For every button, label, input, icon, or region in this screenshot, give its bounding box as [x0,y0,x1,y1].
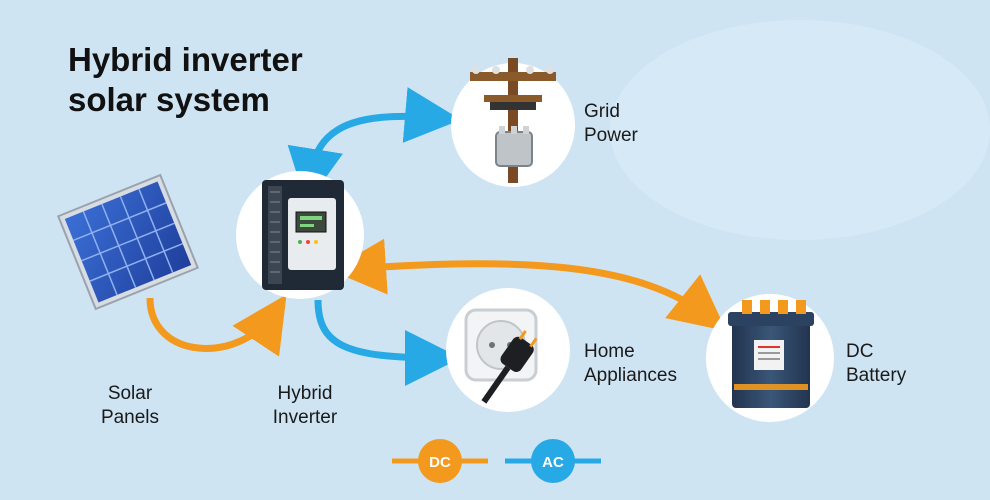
legend-ac: AC [505,439,601,483]
grid-power-label: Grid Power [584,100,638,148]
legend-dc-label: DC [429,454,451,471]
dc-connector-panels-inverter [146,294,287,357]
dc-battery-label-line-2: Battery [846,365,907,386]
legend-dc-badge [418,439,462,483]
background-glow [610,20,990,240]
hybrid-inverter-label-line-1: Hybrid [277,383,333,404]
home-appliances-label-line-1: Home [584,341,635,362]
title-line-1: Hybrid inverter [68,41,303,78]
hybrid-inverter-label-line-2: Inverter [272,407,338,428]
grid-power-label-line-1: Grid [584,101,620,122]
solar-panels-label-line-1: Solar [107,383,153,404]
ac-connector-grid-inverter [287,87,461,205]
page-title: Hybrid inverter solar system [68,40,303,120]
solar-panels-node [56,173,200,311]
dc-battery-node [706,294,834,422]
utility-pole-icon [470,58,556,183]
wall-socket-plug-icon [464,308,538,404]
grid-power-node [451,58,575,187]
legend-dc: DC [392,439,488,483]
grid-power-label-line-2: Power [584,125,638,146]
home-appliances-label-line-2: Appliances [584,365,677,386]
home-appliances-label: Home Appliances [584,340,677,388]
hybrid-inverter-label: Hybrid Inverter [250,382,360,430]
legend: DC AC [392,439,601,483]
solar-panels-label: Solar Panels [80,382,180,430]
hybrid-inverter-node [236,171,364,299]
dc-connector-inverter-battery [330,238,727,332]
home-appliances-node [446,288,570,412]
title-line-2: solar system [68,81,270,118]
legend-ac-label: AC [542,454,564,471]
dc-battery-label-line-1: DC [846,341,874,362]
battery-icon [728,300,814,408]
legend-ac-badge [531,439,575,483]
dc-battery-label: DC Battery [846,340,906,388]
inverter-icon [262,180,344,290]
solar-panels-label-line-2: Panels [100,407,160,428]
ac-connector-inverter-appliances [314,299,461,386]
solar-panel-icon [56,173,200,311]
